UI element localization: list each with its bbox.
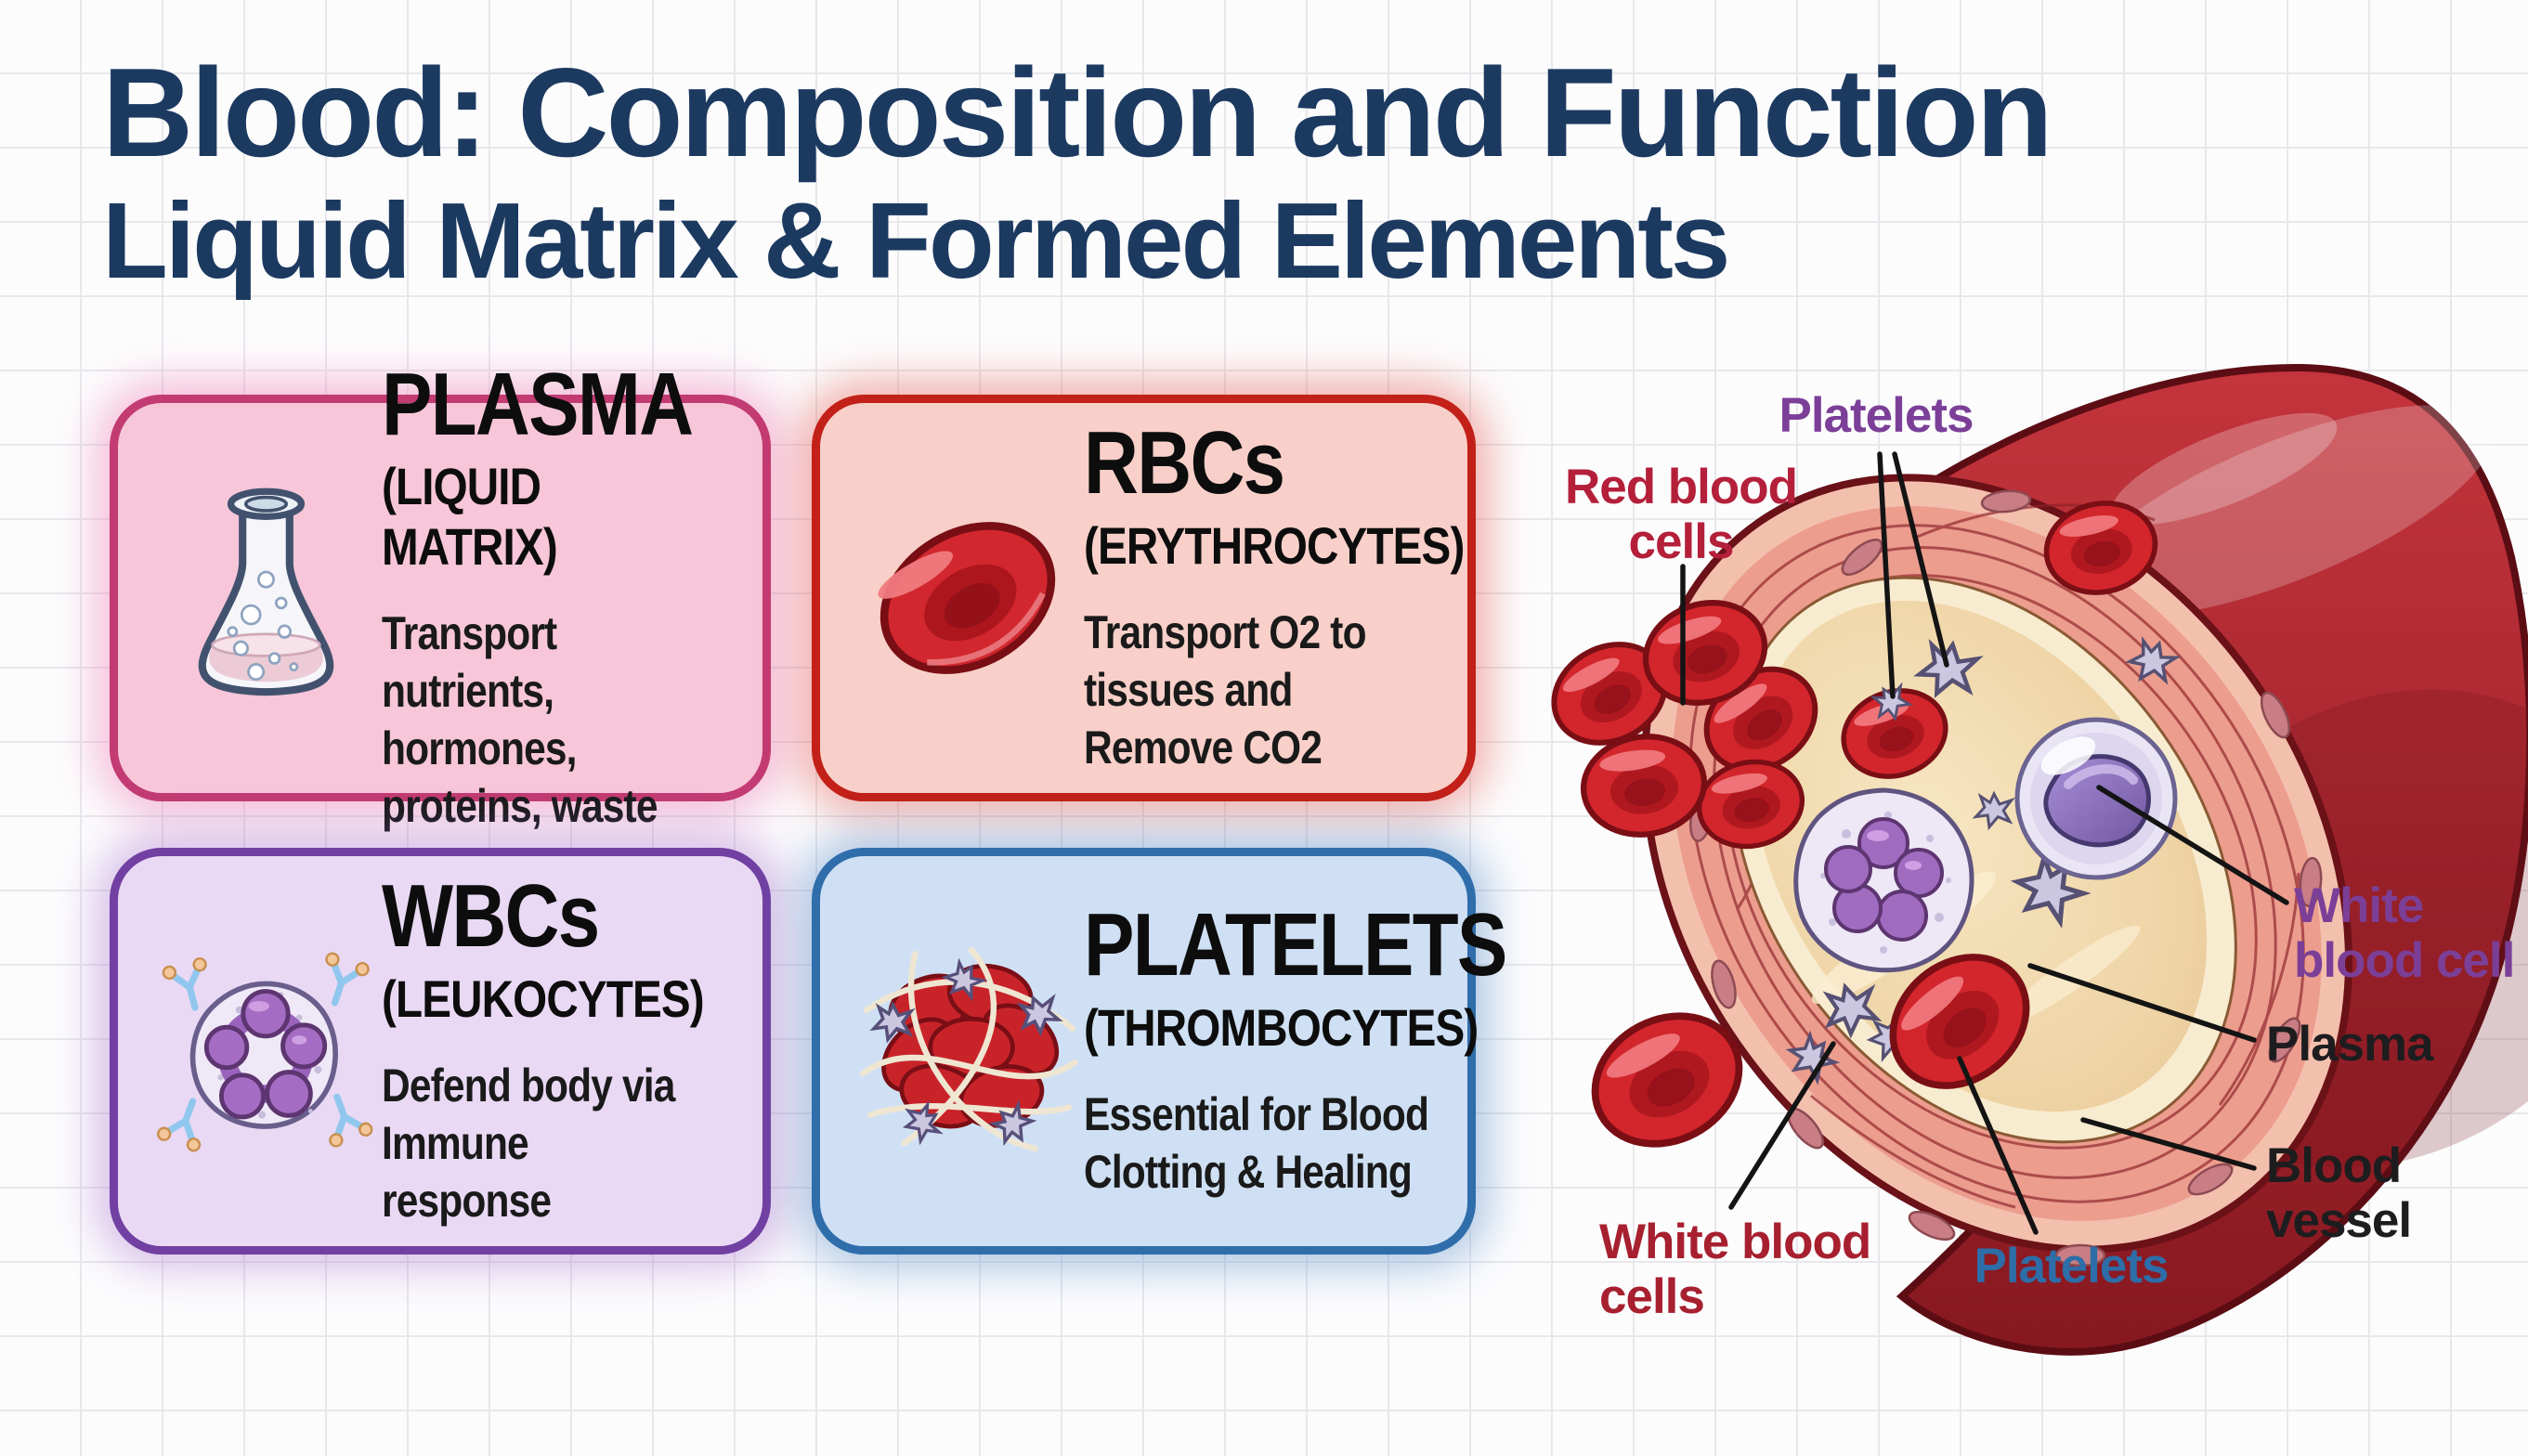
card-platelets-text: PLATELETS (THROMBOCYTES) Essential for B… [1084, 895, 1507, 1200]
card-wbcs-description: Defend body via Immune response [382, 1059, 675, 1227]
label-platelets-top: Platelets [1779, 388, 1974, 443]
card-rbcs-text: RBCs (ERYTHROCYTES) Transport O2 to tiss… [1084, 413, 1465, 775]
label-white-blood-cell: White blood cell [2294, 878, 2515, 989]
white-blood-cell-icon [150, 935, 382, 1167]
label-white-blood-cells: White blood cells [1599, 1215, 1871, 1325]
flask-icon [150, 468, 382, 728]
card-plasma-title: PLASMA [382, 354, 694, 454]
neutrophil-cell [1793, 787, 1974, 973]
card-wbcs-title: WBCs [382, 866, 600, 967]
title-block: Blood: Composition and Function Liquid M… [102, 42, 2053, 301]
card-platelets-title: PLATELETS [1084, 895, 1507, 995]
card-rbcs-description: Transport O2 to tissues and Remove CO2 [1084, 605, 1367, 774]
page-subtitle: Liquid Matrix & Formed Elements [102, 179, 1730, 301]
red-blood-cell-icon [852, 500, 1084, 696]
leader-lines [1680, 451, 2289, 1235]
card-plasma-description: Transport nutrients, hormones, proteins,… [382, 607, 658, 833]
card-plasma-text: PLASMA (LIQUID MATRIX) Transport nutrien… [382, 354, 694, 835]
card-rbcs-title: RBCs [1084, 413, 1285, 514]
card-platelets-description: Essential for Blood Clotting & Healing [1084, 1087, 1429, 1198]
card-plasma-subtitle: (LIQUID MATRIX) [382, 457, 558, 577]
card-rbcs: RBCs (ERYTHROCYTES) Transport O2 to tiss… [812, 395, 1476, 801]
platelet-clot-icon [852, 935, 1084, 1167]
card-wbcs: WBCs (LEUKOCYTES) Defend body via Immune… [110, 848, 771, 1254]
label-plasma: Plasma [2266, 1017, 2434, 1072]
card-rbcs-subtitle: (ERYTHROCYTES) [1084, 515, 1465, 575]
card-platelets-subtitle: (THROMBOCYTES) [1084, 997, 1479, 1057]
card-wbcs-subtitle: (LEUKOCYTES) [382, 968, 705, 1028]
card-platelets: PLATELETS (THROMBOCYTES) Essential for B… [812, 848, 1507, 1254]
lymphocyte-cell [2014, 717, 2178, 880]
card-wbcs-text: WBCs (LEUKOCYTES) Defend body via Immune… [382, 866, 705, 1228]
page-title: Blood: Composition and Function [102, 42, 2053, 183]
label-platelets-bottom: Platelets [1974, 1239, 2169, 1294]
label-red-blood-cells: Red blood cells [1564, 460, 1798, 570]
card-plasma: PLASMA (LIQUID MATRIX) Transport nutrien… [110, 359, 771, 832]
label-blood-vessel: Blood vessel [2266, 1138, 2412, 1249]
